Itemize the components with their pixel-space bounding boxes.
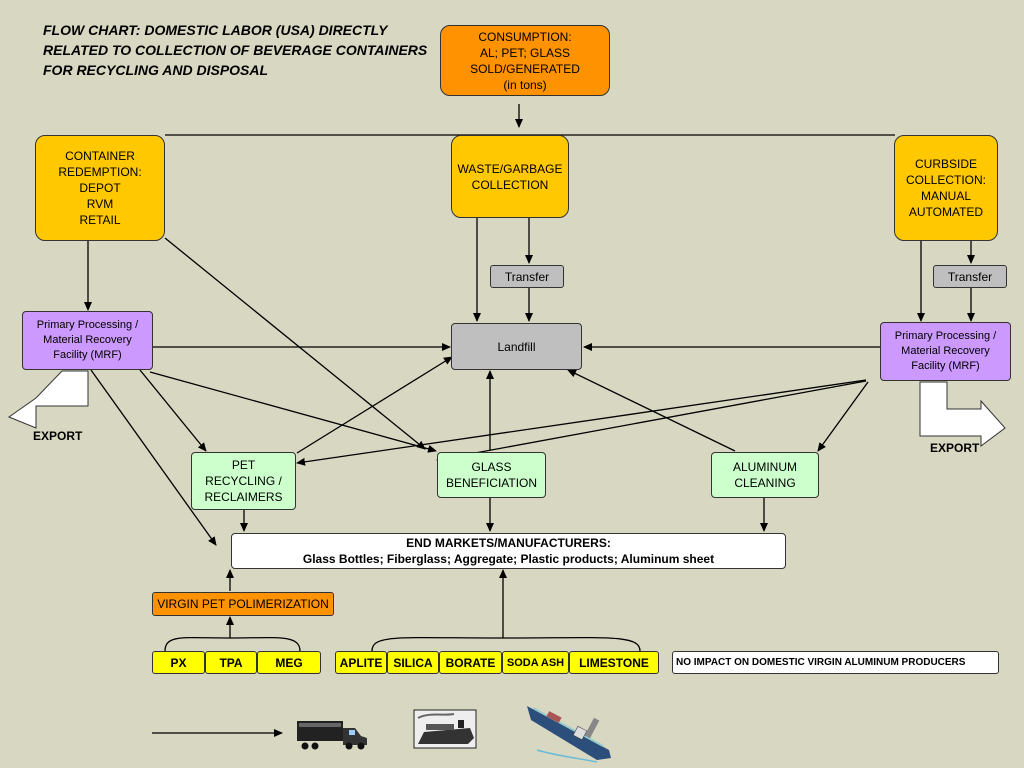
- ship-icon: [527, 706, 611, 763]
- pet-input-meg: MEG: [257, 651, 321, 674]
- mrf-node-left: Primary Processing / Material Recovery F…: [22, 311, 153, 370]
- glass-beneficiation-node: GLASS BENEFICIATION: [437, 452, 546, 498]
- virgin-pet-node: VIRGIN PET POLIMERIZATION: [152, 592, 334, 616]
- mrf-node-right: Primary Processing / Material Recovery F…: [880, 322, 1011, 381]
- curbside-collection-node: CURBSIDE COLLECTION: MANUAL AUTOMATED: [894, 135, 998, 241]
- consumption-node: CONSUMPTION: AL; PET; GLASS SOLD/GENERAT…: [440, 25, 610, 96]
- aluminum-cleaning-node: ALUMINUM CLEANING: [711, 452, 819, 498]
- glass-input-borate: BORATE: [439, 651, 502, 674]
- pet-recycling-node: PET RECYCLING / RECLAIMERS: [191, 452, 296, 510]
- glass-input-soda-ash: SODA ASH: [502, 651, 569, 674]
- glass-input-silica: SILICA: [387, 651, 439, 674]
- truck-icon: [297, 721, 367, 750]
- export-label-right: EXPORT: [930, 441, 980, 455]
- train-icon: [413, 709, 477, 749]
- transfer-node-right: Transfer: [933, 265, 1007, 288]
- pet-input-px: PX: [152, 651, 205, 674]
- end-markets-node: END MARKETS/MANUFACTURERS: Glass Bottles…: [231, 533, 786, 569]
- pet-input-tpa: TPA: [205, 651, 257, 674]
- transfer-node-center: Transfer: [490, 265, 564, 288]
- export-arrow-right: [919, 381, 1006, 447]
- export-arrow-left: [7, 370, 89, 429]
- glass-input-limestone: LIMESTONE: [569, 651, 659, 674]
- export-label-left: EXPORT: [33, 429, 83, 443]
- waste-collection-node: WASTE/GARBAGE COLLECTION: [451, 135, 569, 218]
- landfill-node: Landfill: [451, 323, 582, 370]
- chart-title: FLOW CHART: DOMESTIC LABOR (USA) DIRECTL…: [43, 22, 428, 78]
- no-impact-note: NO IMPACT ON DOMESTIC VIRGIN ALUMINUM PR…: [672, 651, 999, 674]
- container-redemption-node: CONTAINER REDEMPTION: DEPOT RVM RETAIL: [35, 135, 165, 241]
- glass-input-aplite: APLITE: [335, 651, 387, 674]
